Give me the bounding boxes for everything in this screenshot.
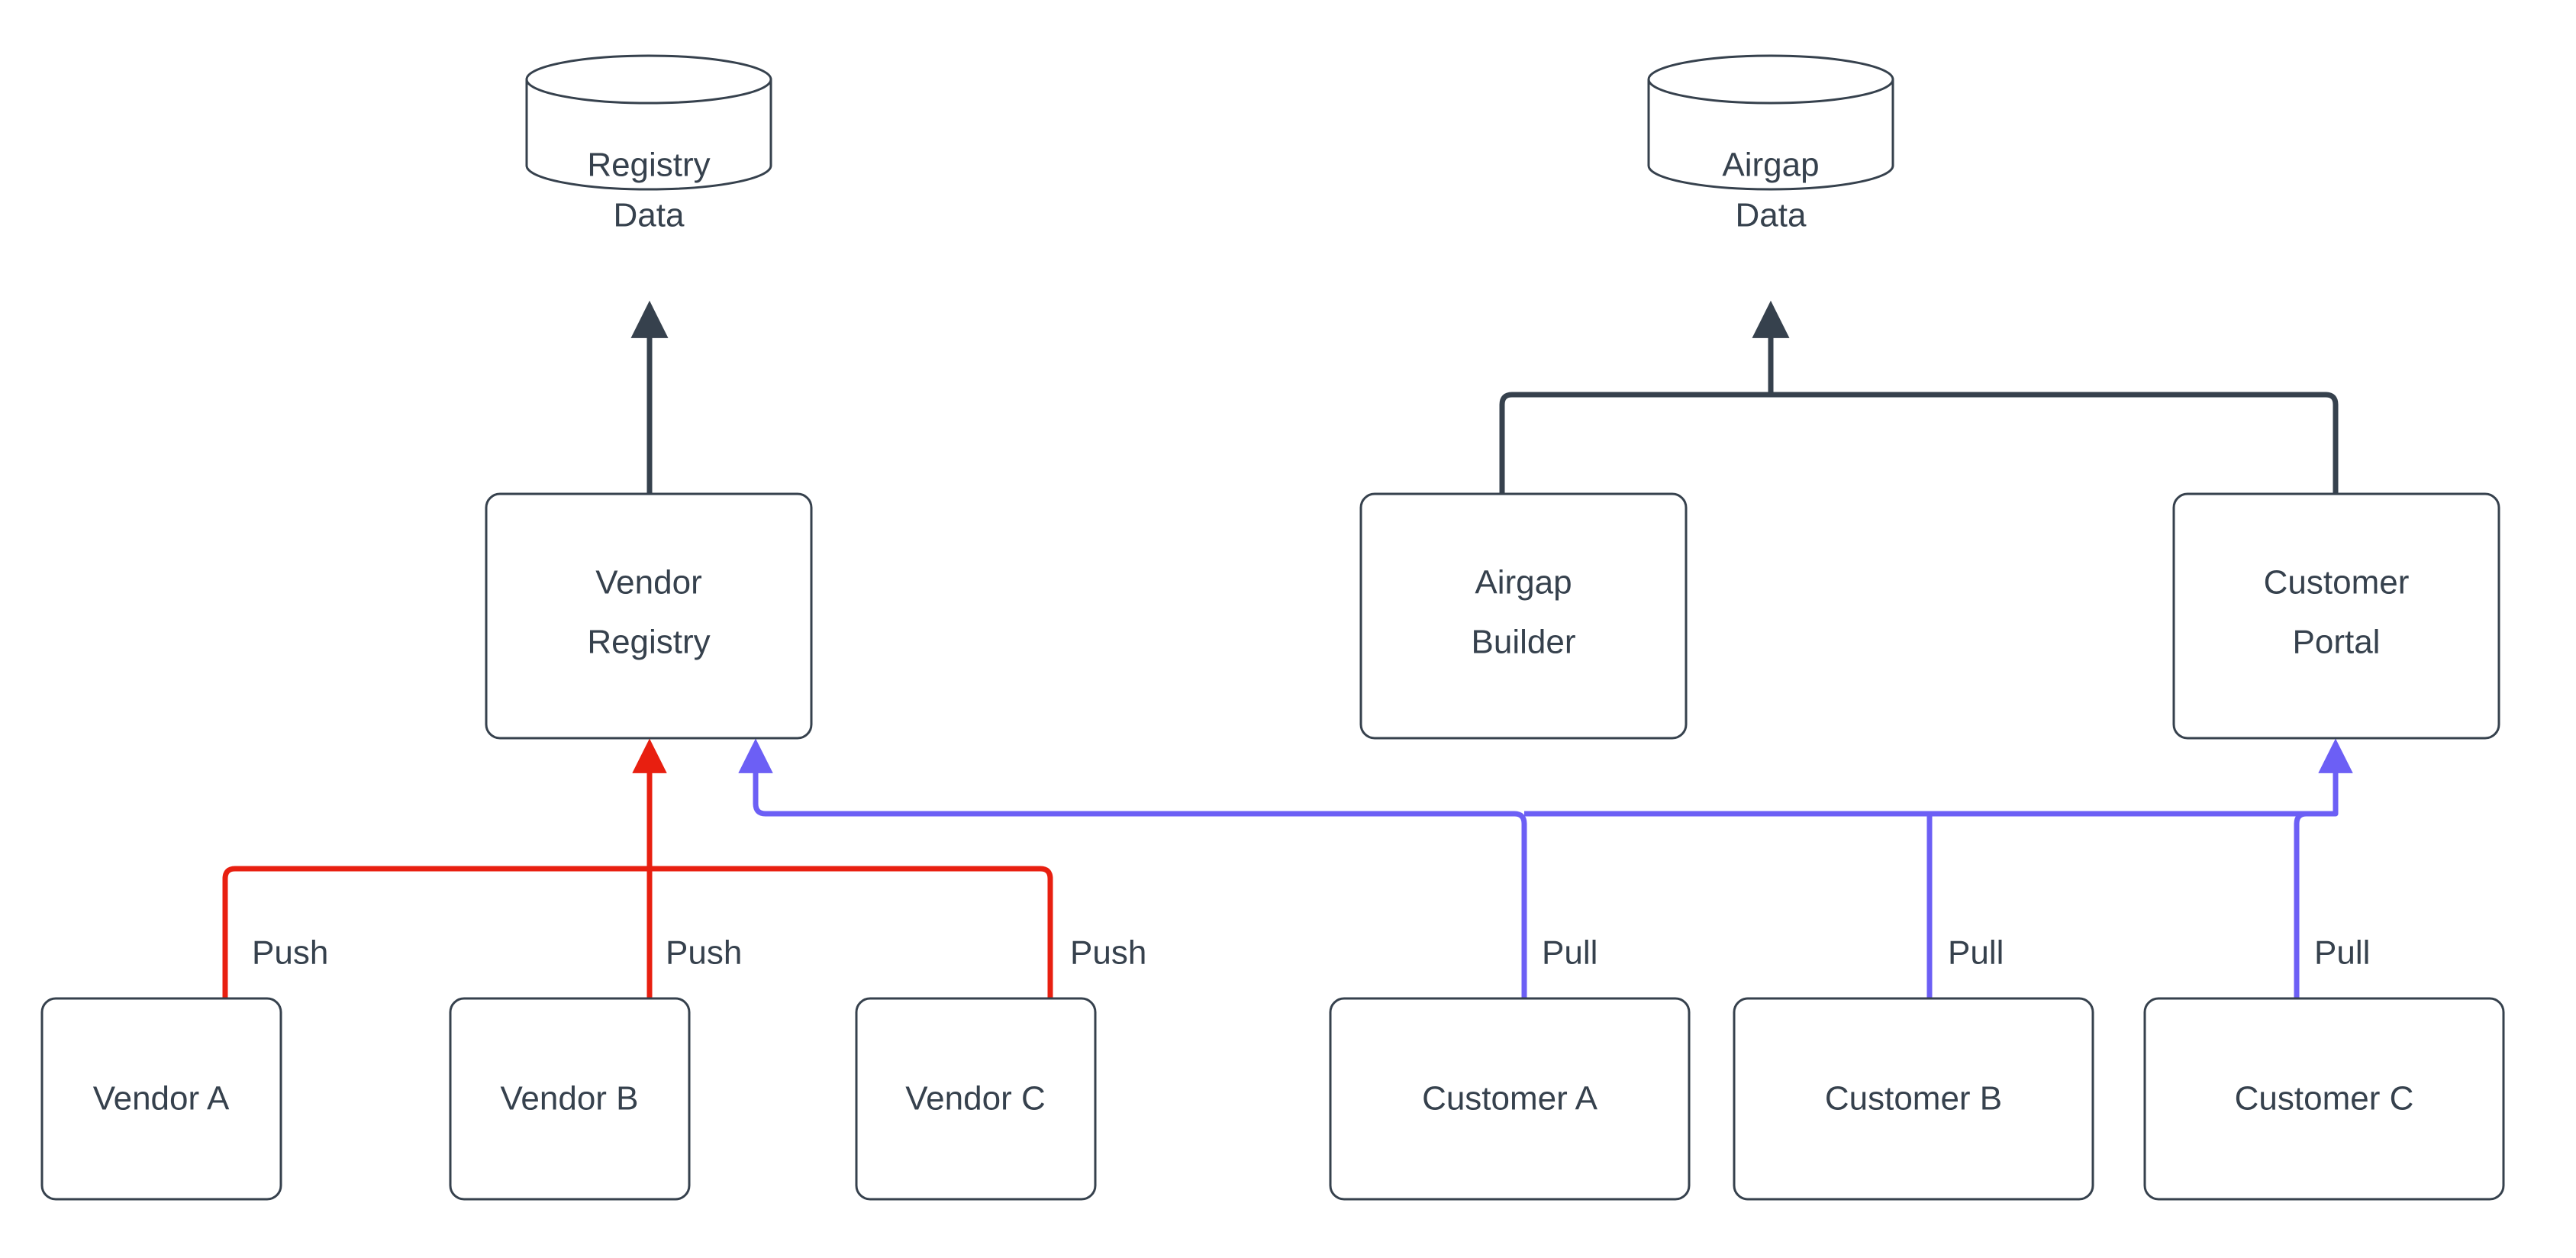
edge-customer-portal-to-airgap-data — [1771, 392, 2339, 495]
datastore-registry-data-label-line2: Data — [614, 197, 685, 234]
node-vendor-registry-label-line1: Vendor — [595, 564, 701, 602]
node-customer-portal-label-line2: Portal — [2293, 624, 2381, 661]
node-customer-portal-label-line1: Customer — [2264, 564, 2410, 602]
node-customer-a-label: Customer A — [1422, 1080, 1598, 1118]
node-customer-a[interactable]: Customer A — [1329, 997, 1691, 1201]
node-customer-c-label: Customer C — [2235, 1080, 2414, 1118]
edge-label-push-vendor-a: Push — [252, 934, 328, 972]
edge-label-pull-customer-c: Pull — [2314, 934, 2370, 972]
node-airgap-builder-label-line1: Airgap — [1475, 564, 1572, 602]
datastore-registry-data-label-line1: Registry — [587, 147, 710, 184]
node-vendor-registry[interactable]: Vendor Registry — [485, 492, 813, 740]
node-customer-b-label: Customer B — [1825, 1080, 2002, 1118]
node-airgap-builder-label-line2: Builder — [1472, 624, 1576, 661]
node-vendor-b[interactable]: Vendor B — [449, 997, 691, 1201]
edge-vendor-a-push — [222, 866, 650, 998]
datastore-airgap-data[interactable]: Airgap Data — [1647, 54, 1894, 234]
edge-label-push-vendor-c: Push — [1070, 934, 1146, 972]
node-vendor-a[interactable]: Vendor A — [40, 997, 282, 1201]
edge-pull-trunk — [738, 738, 1527, 998]
node-vendor-c[interactable]: Vendor C — [855, 997, 1097, 1201]
datastore-registry-data[interactable]: Registry Data — [525, 54, 772, 234]
node-airgap-builder[interactable]: Airgap Builder — [1359, 492, 1688, 740]
edge-label-pull-customer-b: Pull — [1948, 934, 2004, 972]
node-vendor-registry-label-line2: Registry — [587, 624, 710, 661]
node-customer-portal[interactable]: Customer Portal — [2172, 492, 2500, 740]
edge-airgap-builder-to-airgap-data — [1499, 392, 1771, 495]
datastore-airgap-data-label-line1: Airgap — [1722, 147, 1819, 184]
node-customer-b[interactable]: Customer B — [1733, 997, 2094, 1201]
edge-label-pull-customer-a: Pull — [1542, 934, 1598, 972]
node-vendor-a-label: Vendor A — [93, 1080, 230, 1118]
node-customer-c[interactable]: Customer C — [2143, 997, 2505, 1201]
edge-vendor-c-push — [650, 866, 1053, 998]
node-vendor-c-label: Vendor C — [905, 1080, 1045, 1118]
edge-label-push-vendor-b: Push — [666, 934, 742, 972]
node-vendor-b-label: Vendor B — [500, 1080, 638, 1118]
datastore-airgap-data-label-line2: Data — [1736, 197, 1807, 234]
